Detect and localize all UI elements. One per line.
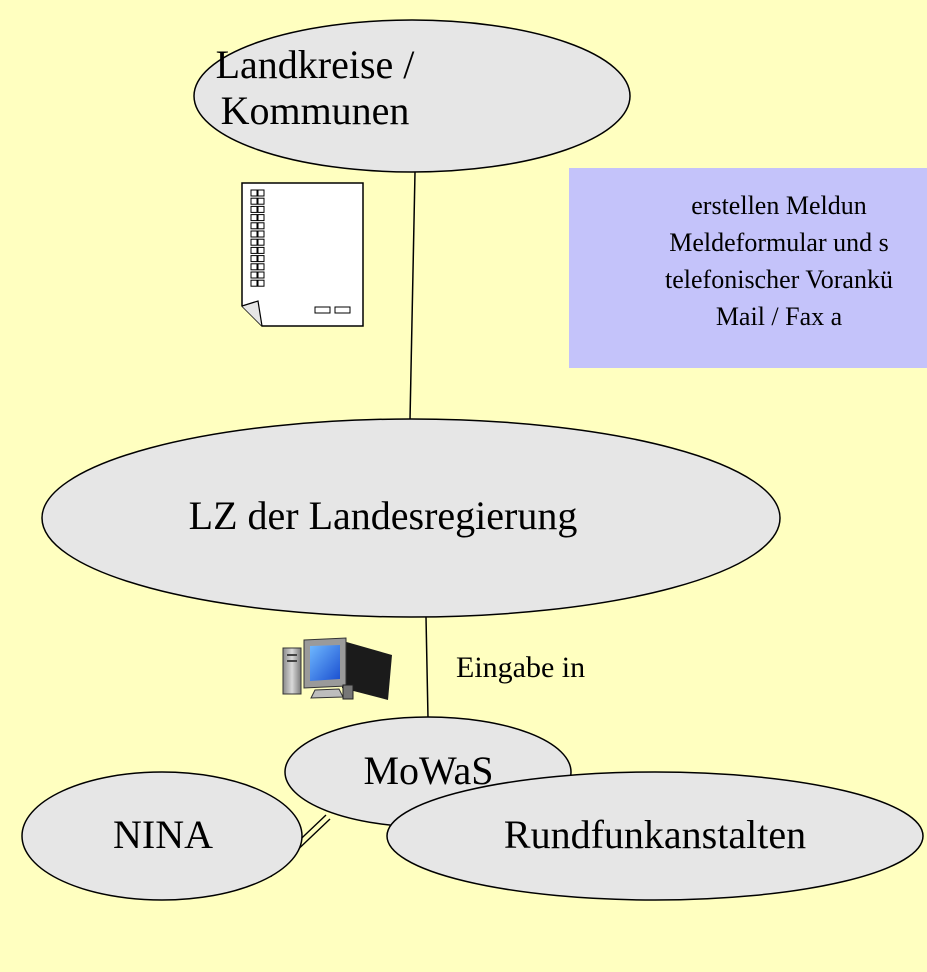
form-checkbox [257, 230, 265, 238]
form-checkbox [250, 238, 258, 246]
info-box-line-3: telefonischer Vorankü [665, 264, 893, 294]
info-box-background [569, 168, 927, 368]
node-lz [41, 418, 781, 618]
form-checkbox [257, 214, 265, 222]
form-checkbox [250, 263, 258, 271]
info-box: erstellen Meldun Meldeformular und s tel… [569, 168, 927, 368]
checklist-form-icon [241, 182, 364, 327]
node-rundfunk-label: Rundfunkanstalten [503, 812, 807, 857]
form-checkbox [257, 246, 265, 254]
info-box-line-1: erstellen Meldun [691, 191, 867, 220]
form-checkbox [250, 230, 258, 238]
form-checkbox [257, 255, 265, 263]
form-checkbox [257, 238, 265, 246]
desktop-computer-icon [282, 637, 392, 700]
form-checkbox [250, 189, 258, 197]
form-checkbox [250, 205, 258, 213]
node-rundfunk [386, 771, 924, 901]
form-checkbox [257, 222, 265, 230]
form-checkbox [250, 279, 258, 287]
node-nina [21, 771, 303, 901]
form-checkbox [250, 255, 258, 263]
form-checkbox [250, 222, 258, 230]
form-checkbox [250, 214, 258, 222]
form-checkbox [250, 246, 258, 254]
edge-label-eingabe: Eingabe in [456, 651, 586, 684]
form-checkbox [257, 197, 265, 205]
form-checkbox [257, 263, 265, 271]
node-nina-label: NINA [113, 812, 213, 857]
node-landkreise [193, 19, 631, 173]
form-checkbox [257, 271, 265, 279]
edge-landkreise-lz [409, 171, 416, 421]
node-landkreise-label: Landkreise / Kommunen [190, 42, 440, 134]
form-checkbox [250, 271, 258, 279]
edge-lz-mowas [425, 616, 429, 719]
form-checkbox [257, 279, 265, 287]
node-mowas-label: MoWaS [363, 748, 494, 793]
info-box-line-2: Meldeformular und s [669, 227, 889, 257]
form-checkbox [250, 197, 258, 205]
node-landkreise-label-line2: Kommunen [220, 88, 410, 133]
node-lz-label: LZ der Landesregierung [188, 493, 578, 538]
node-landkreise-label-line1: Landkreise / [215, 42, 415, 87]
form-checkbox [257, 205, 265, 213]
form-checkbox [257, 189, 265, 197]
info-box-line-4: Mail / Fax a [715, 301, 843, 331]
